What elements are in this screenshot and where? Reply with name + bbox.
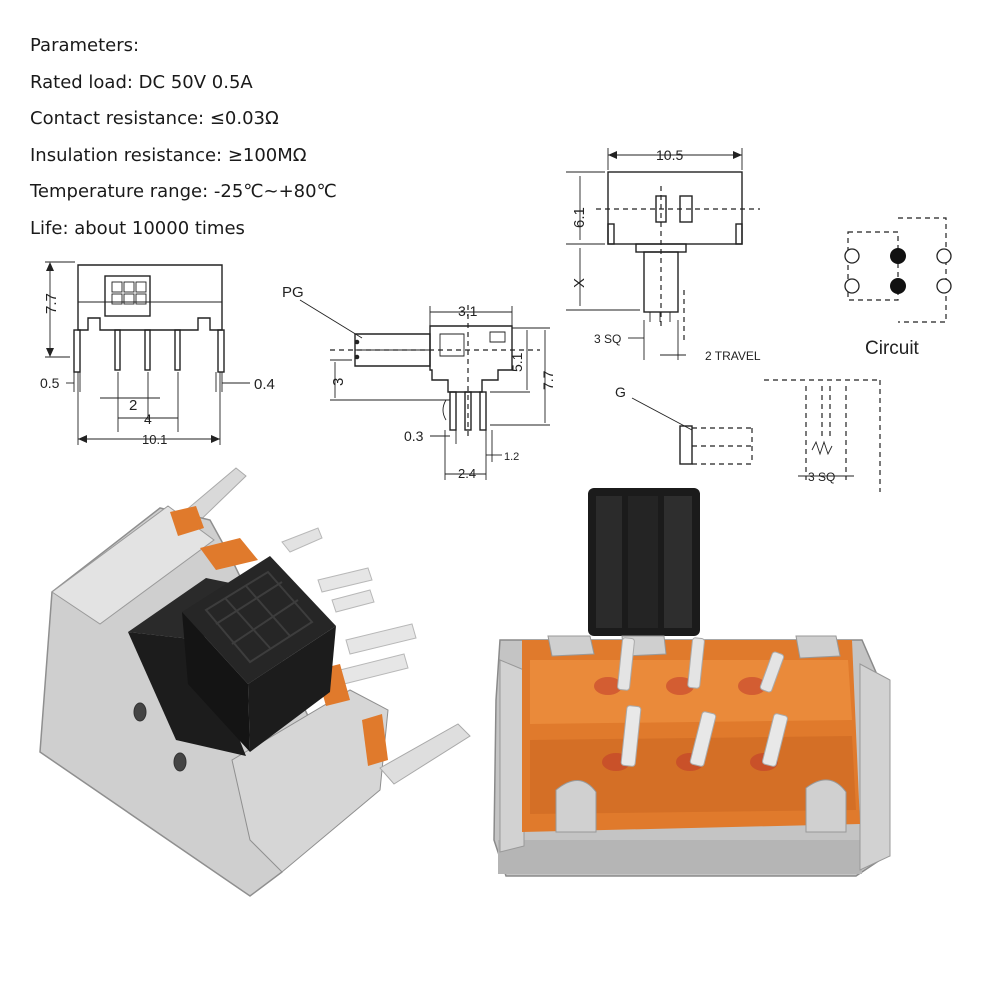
front-view-drawing [45, 261, 250, 445]
contact-resistance: Contact resistance: ≤0.03Ω [30, 108, 279, 129]
side-pin-b-label: 1.2 [504, 451, 519, 463]
side-view-drawing [299, 299, 550, 480]
side-top-label: 3.1 [458, 303, 478, 319]
switch-photo-left [39, 467, 471, 897]
handle-sq-label: 3 SQ [808, 470, 835, 484]
temperature-range: Temperature range: -25℃~+80℃ [30, 181, 337, 202]
side-right-a-label: 5.1 [509, 352, 525, 372]
circuit-symbol [844, 217, 952, 323]
handle-detail-sq [764, 379, 881, 492]
handle-detail-g [631, 397, 753, 465]
side-right-b-label: 7.7 [540, 370, 556, 390]
circuit-label: Circuit [865, 338, 920, 359]
front-pin-left-label: 0.5 [40, 375, 60, 391]
rated-load: Rated load: DC 50V 0.5A [30, 71, 253, 93]
side-pin-c-label: 2.4 [458, 466, 476, 481]
front-height-label: 7.7 [43, 293, 60, 314]
top-sq-label: 3 SQ [594, 332, 621, 346]
handle-g-label: G [615, 384, 626, 400]
front-width-label: 10.1 [142, 432, 167, 447]
top-height-label: 6.1 [571, 207, 588, 228]
top-width-label: 10.5 [656, 147, 683, 163]
top-x-label: X [571, 278, 588, 288]
front-span-label: 4 [144, 411, 152, 427]
insulation-resistance: Insulation resistance: ≥100MΩ [30, 144, 307, 166]
life: Life: about 10000 times [30, 217, 245, 239]
top-travel-label: 2 TRAVEL [705, 349, 761, 363]
front-pin-right-label: 0.4 [254, 376, 275, 393]
switch-photo-right [493, 488, 891, 877]
parameters-list: Parameters: Rated load: DC 50V 0.5A Cont… [30, 28, 337, 247]
parameters-heading: Parameters: [30, 35, 140, 56]
side-pg-label: PG [282, 284, 304, 301]
side-pin-a-label: 0.3 [404, 428, 424, 444]
side-left-label: 3 [330, 378, 347, 386]
top-view-drawing [566, 148, 760, 360]
front-pitch-label: 2 [129, 397, 137, 414]
